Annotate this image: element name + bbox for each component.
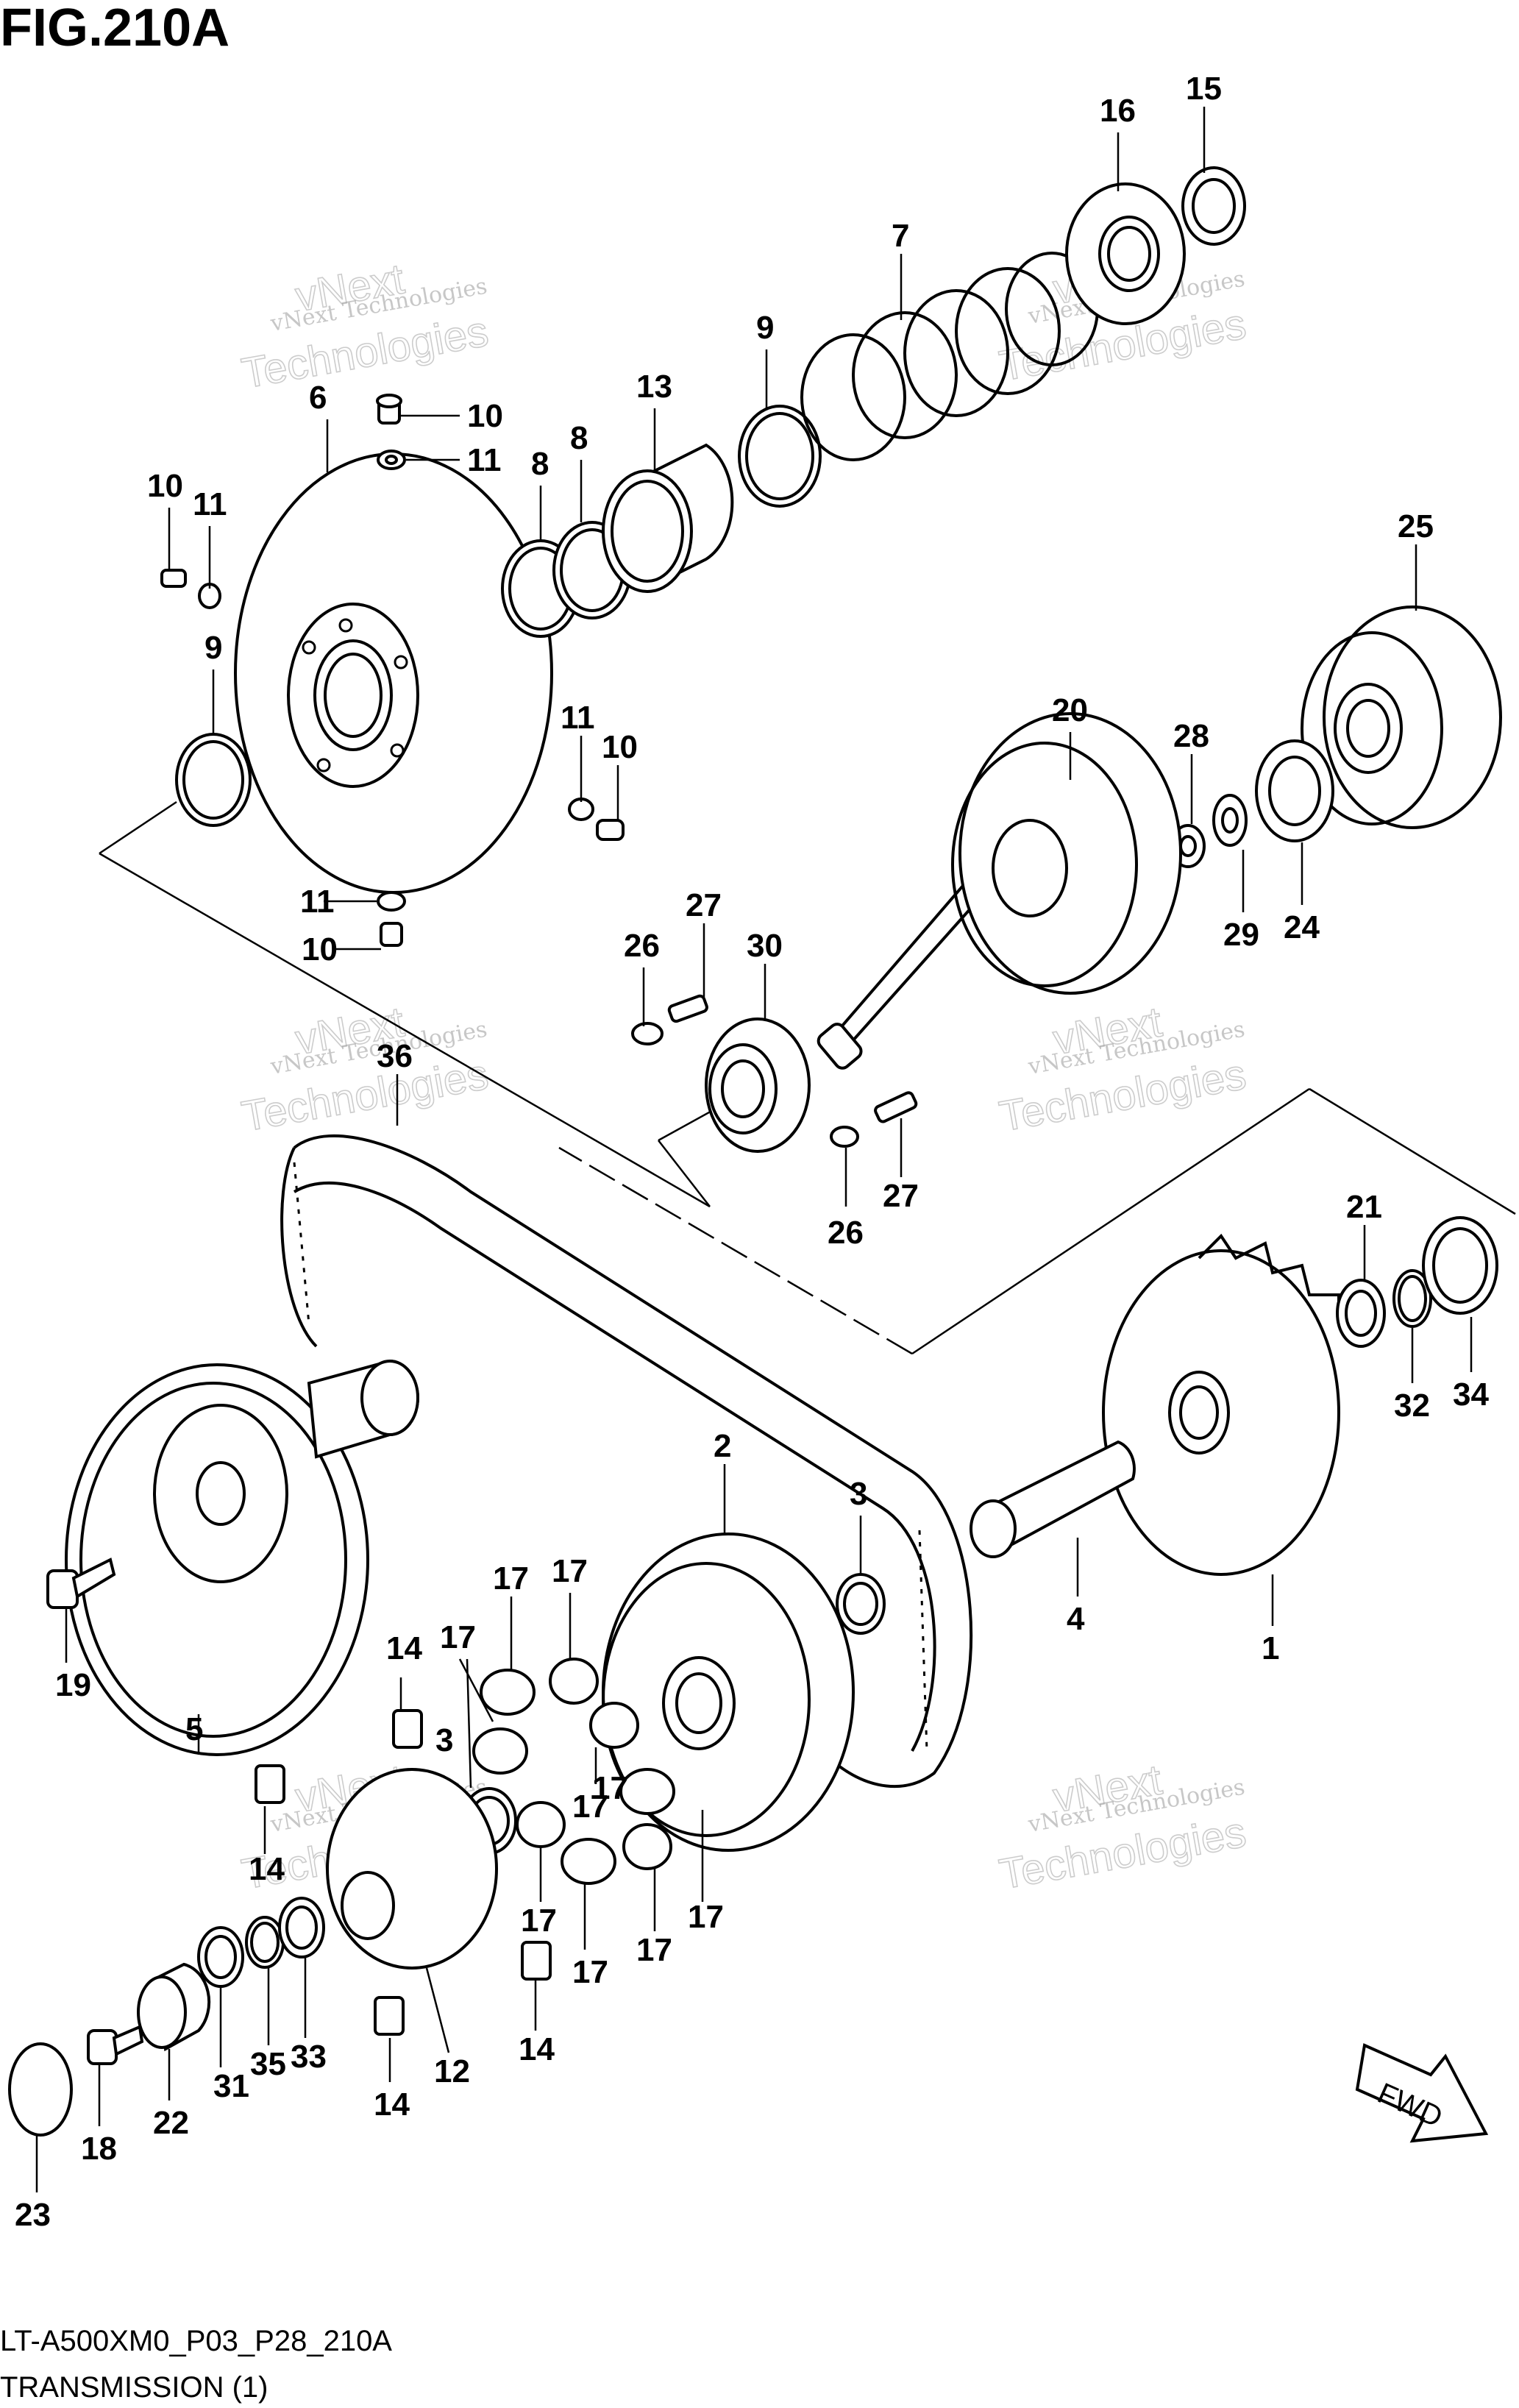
callout-27: 27 bbox=[883, 1178, 919, 1214]
part-6-movable-drive-face bbox=[234, 452, 553, 894]
callout-35: 35 bbox=[250, 2046, 286, 2082]
figure-subtitle: TRANSMISSION (1) bbox=[0, 2371, 268, 2404]
callout-29: 29 bbox=[1223, 917, 1259, 953]
callout-10: 10 bbox=[302, 931, 338, 967]
parts-21-32-34-bearing-seals bbox=[1336, 1216, 1498, 1348]
callout-11: 11 bbox=[561, 700, 595, 736]
callout-31: 31 bbox=[213, 2068, 249, 2104]
callout-14: 14 bbox=[519, 2031, 555, 2067]
callout-3: 3 bbox=[850, 1476, 867, 1512]
callout-10: 10 bbox=[467, 398, 503, 434]
figure-title: FIG.210A bbox=[0, 0, 230, 57]
callout-11: 11 bbox=[300, 884, 335, 920]
callout-32: 32 bbox=[1394, 1388, 1430, 1424]
callout-30: 30 bbox=[747, 928, 783, 964]
callout-10: 10 bbox=[602, 729, 638, 765]
callout-34: 34 bbox=[1453, 1377, 1489, 1413]
part-24-bearing bbox=[1255, 739, 1334, 842]
callout-13: 13 bbox=[636, 369, 672, 405]
assembly-outlines bbox=[99, 800, 1516, 1355]
part-14-sliders bbox=[255, 1709, 552, 2036]
callout-14: 14 bbox=[249, 1851, 285, 1887]
leader-lines bbox=[35, 107, 1473, 2192]
callout-2: 2 bbox=[714, 1428, 731, 1464]
callout-8: 8 bbox=[570, 420, 588, 456]
callout-26: 26 bbox=[828, 1215, 864, 1251]
callout-labels: 6 10 11 10 11 9 8 8 13 9 7 16 15 25 20 2… bbox=[15, 71, 1489, 2233]
part-17-rollers bbox=[472, 1658, 675, 1885]
callout-17: 17 bbox=[572, 1789, 608, 1825]
callout-4: 4 bbox=[1067, 1601, 1085, 1637]
callout-10: 10 bbox=[147, 468, 183, 504]
callout-20: 20 bbox=[1052, 692, 1088, 728]
callout-16: 16 bbox=[1100, 93, 1136, 129]
parts-18-22-23 bbox=[8, 1962, 211, 2137]
callout-36: 36 bbox=[377, 1038, 413, 1074]
callout-17: 17 bbox=[688, 1899, 724, 1935]
part-9-ring-upper bbox=[738, 405, 822, 508]
callout-12: 12 bbox=[434, 2053, 470, 2089]
callout-22: 22 bbox=[153, 2105, 189, 2141]
callout-18: 18 bbox=[81, 2131, 117, 2167]
callout-15: 15 bbox=[1186, 71, 1222, 107]
callout-17: 17 bbox=[572, 1954, 608, 1990]
part-16-spring-seat bbox=[1065, 182, 1186, 325]
callout-19: 19 bbox=[55, 1667, 91, 1703]
part-30-bearing bbox=[705, 1017, 811, 1153]
part-7-spring bbox=[800, 252, 1099, 461]
callout-14: 14 bbox=[386, 1630, 422, 1666]
callout-21: 21 bbox=[1346, 1189, 1382, 1225]
part-13-sleeve bbox=[602, 443, 734, 593]
callout-11: 11 bbox=[193, 486, 227, 522]
callout-27: 27 bbox=[686, 887, 722, 923]
callout-7: 7 bbox=[892, 218, 909, 254]
part-9-ring-left bbox=[175, 733, 252, 827]
callout-3: 3 bbox=[435, 1722, 453, 1758]
callout-9: 9 bbox=[204, 630, 222, 666]
callout-5: 5 bbox=[185, 1711, 203, 1747]
callout-17: 17 bbox=[552, 1553, 588, 1589]
part-36-drive-belt bbox=[280, 1134, 973, 1789]
part-2-movable-drive-face bbox=[602, 1532, 855, 1852]
part-19-bolt bbox=[46, 1558, 116, 1609]
callout-24: 24 bbox=[1284, 909, 1320, 945]
callout-8: 8 bbox=[531, 446, 549, 482]
callout-9: 9 bbox=[756, 310, 774, 346]
part-29-washer bbox=[1212, 794, 1248, 847]
part-5-pulley bbox=[65, 1359, 419, 1756]
callout-33: 33 bbox=[291, 2039, 327, 2075]
callout-14: 14 bbox=[374, 2086, 410, 2123]
part-15-nut bbox=[1181, 166, 1246, 246]
callout-26: 26 bbox=[624, 928, 660, 964]
callout-17: 17 bbox=[521, 1903, 557, 1939]
fwd-arrow-icon: FWD bbox=[1355, 2043, 1489, 2143]
callout-11: 11 bbox=[467, 442, 502, 478]
figure-code: LT-A500XM0_P03_P28_210A bbox=[0, 2325, 392, 2357]
callout-23: 23 bbox=[15, 2197, 51, 2233]
callout-17: 17 bbox=[440, 1619, 476, 1655]
callout-25: 25 bbox=[1398, 508, 1434, 544]
part-4-shaft bbox=[970, 1440, 1136, 1558]
parts-26-27-washer-screw bbox=[631, 994, 918, 1148]
part-25-clutch-housing bbox=[1301, 605, 1502, 829]
callout-28: 28 bbox=[1173, 718, 1209, 754]
callout-1: 1 bbox=[1262, 1630, 1279, 1666]
part-1-fixed-drive-face bbox=[1102, 1233, 1340, 1576]
part-12-ramp-plate bbox=[326, 1768, 498, 1970]
part-20-driven-sheave bbox=[817, 712, 1182, 1070]
callout-6: 6 bbox=[309, 380, 327, 416]
callout-17: 17 bbox=[636, 1932, 672, 1968]
callout-17: 17 bbox=[592, 1770, 628, 1806]
callout-17: 17 bbox=[493, 1560, 529, 1597]
bolts-and-washers bbox=[160, 394, 625, 947]
